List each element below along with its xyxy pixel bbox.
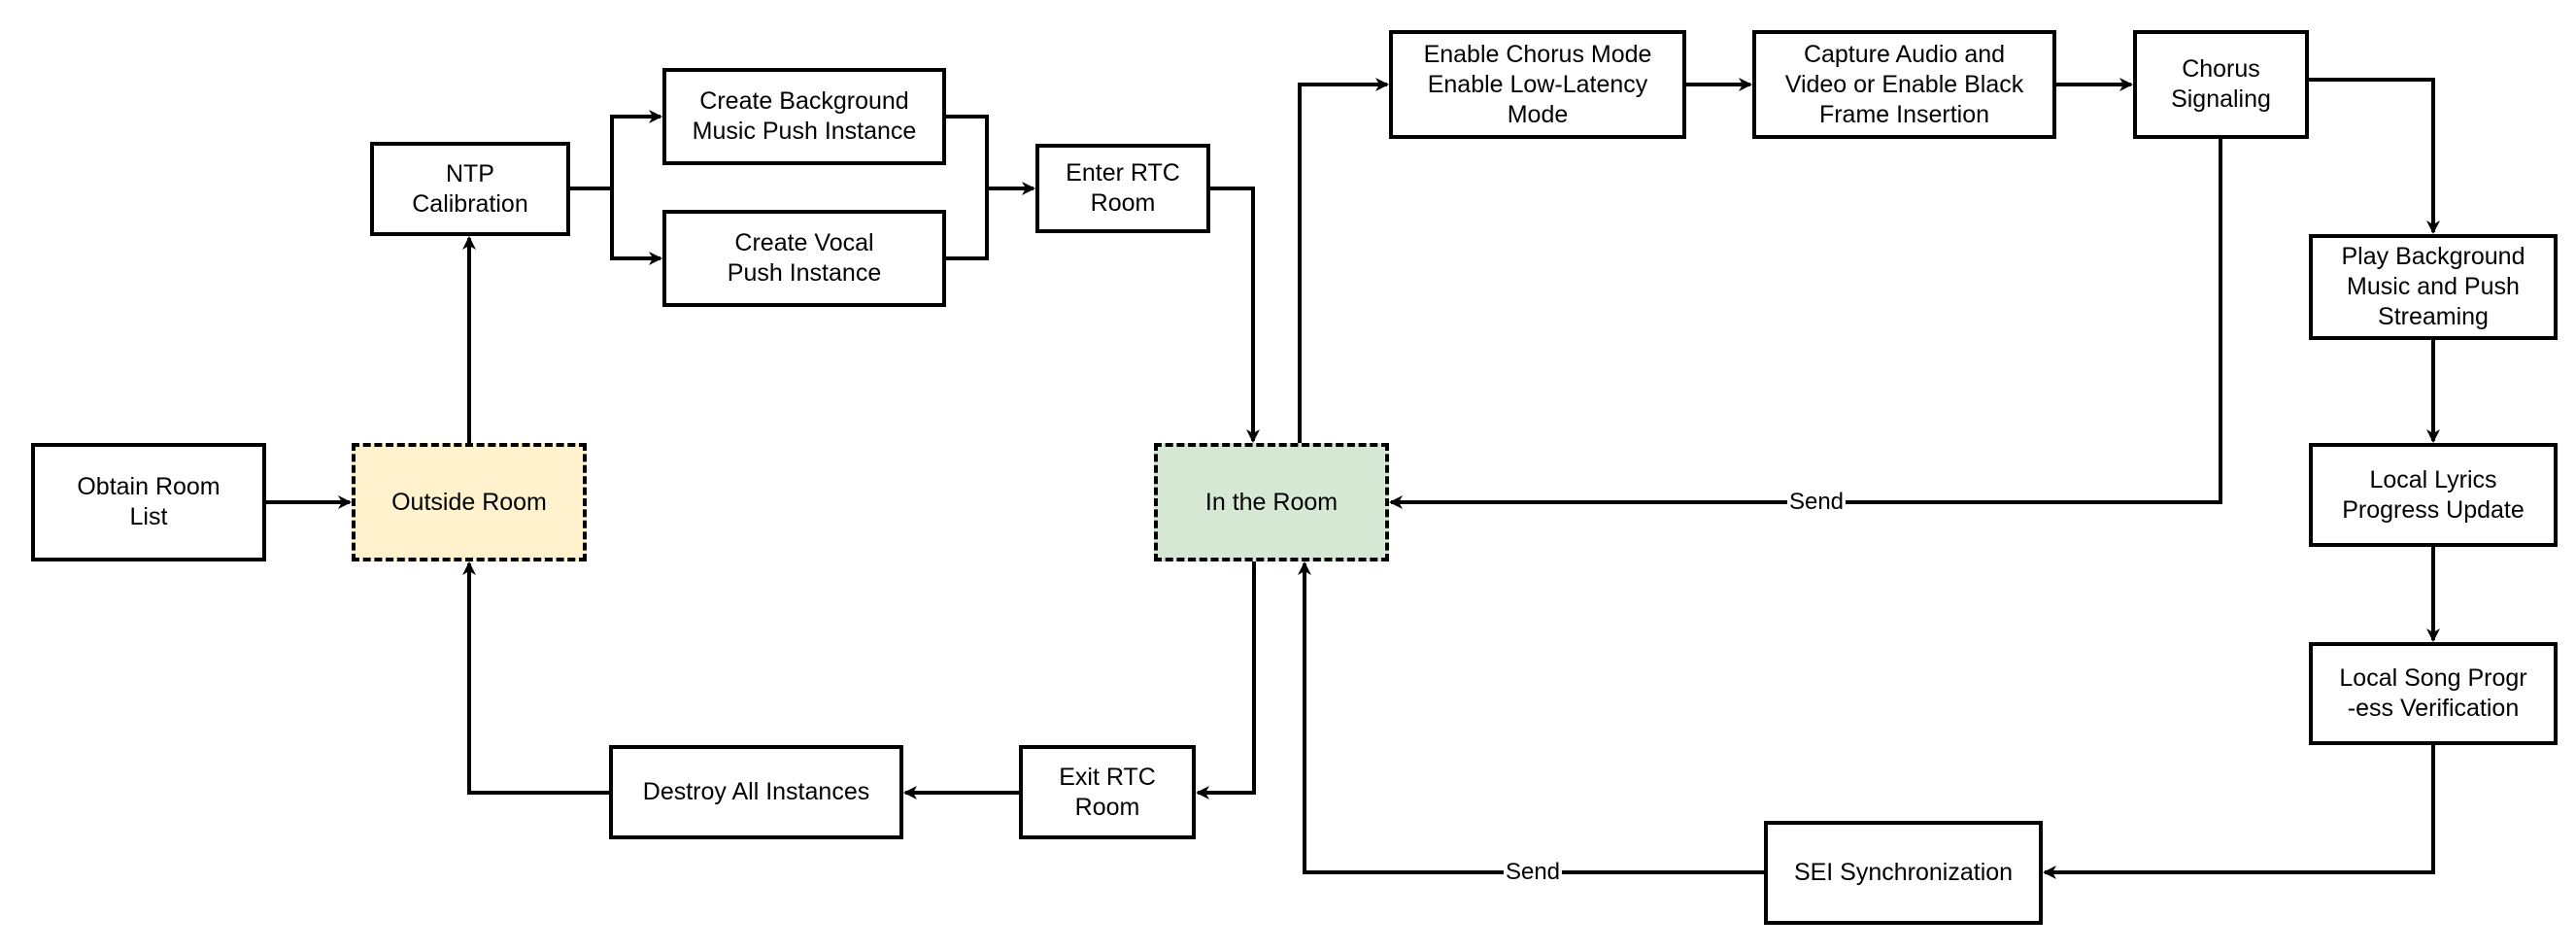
node-create-vocal-push-instance: Create Vocal Push Instance — [662, 210, 946, 307]
node-destroy-all-instances: Destroy All Instances — [609, 745, 903, 839]
edge-ntp-to-bg — [570, 110, 662, 190]
edge-bg-to-enter — [946, 115, 1035, 195]
edge-destroy-to-outside — [462, 561, 609, 795]
edge-inroom-to-chorus — [1298, 78, 1389, 443]
edge-song-to-sei — [2043, 745, 2435, 879]
edge-inroom-to-exit — [1196, 561, 1256, 799]
node-local-lyrics-progress: Local Lyrics Progress Update — [2309, 443, 2558, 547]
edge-label-sei-send: Send — [1503, 859, 1563, 886]
node-local-song-verification: Local Song Progr -ess Verification — [2309, 642, 2558, 745]
node-in-the-room: In the Room — [1154, 443, 1389, 561]
node-ntp-calibration: NTP Calibration — [370, 142, 570, 236]
edge-label-signaling-send: Send — [1786, 489, 1847, 516]
edge-signaling-send-to-inroom — [1389, 139, 2222, 509]
edge-vocal-to-enter — [946, 188, 989, 260]
node-chorus-signaling: Chorus Signaling — [2133, 30, 2309, 139]
node-exit-rtc-room: Exit RTC Room — [1019, 745, 1196, 839]
node-capture-audio-video: Capture Audio and Video or Enable Black … — [1752, 30, 2056, 139]
node-sei-synchronization: SEI Synchronization — [1764, 821, 2043, 925]
node-outside-room: Outside Room — [352, 443, 587, 561]
edge-ntp-to-vocal — [610, 188, 662, 265]
node-enable-chorus-mode: Enable Chorus Mode Enable Low-Latency Mo… — [1389, 30, 1686, 139]
node-play-bg-music: Play Background Music and Push Streaming — [2309, 234, 2558, 340]
edge-enter-to-inroom — [1210, 187, 1260, 443]
node-obtain-room-list: Obtain Room List — [31, 443, 266, 561]
node-create-bg-push-instance: Create Background Music Push Instance — [662, 68, 946, 165]
edge-sei-send-to-inroom — [1298, 561, 1764, 874]
node-enter-rtc-room: Enter RTC Room — [1035, 144, 1210, 233]
edge-signaling-to-play — [2309, 78, 2440, 234]
